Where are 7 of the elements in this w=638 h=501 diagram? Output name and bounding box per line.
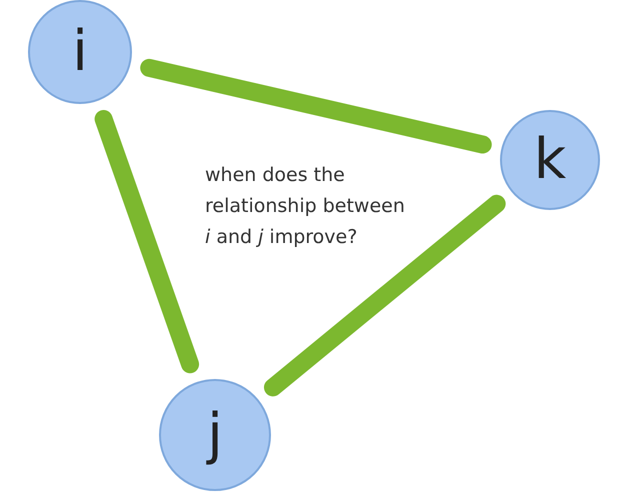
connector-line: [140, 58, 492, 154]
node-label: k: [534, 132, 566, 188]
connector-line: [94, 110, 200, 374]
node-label: j: [207, 407, 223, 463]
node-label: i: [72, 24, 88, 80]
question-text: when does the relationship between i and j improve?: [205, 163, 405, 250]
connector-line: [264, 194, 506, 396]
